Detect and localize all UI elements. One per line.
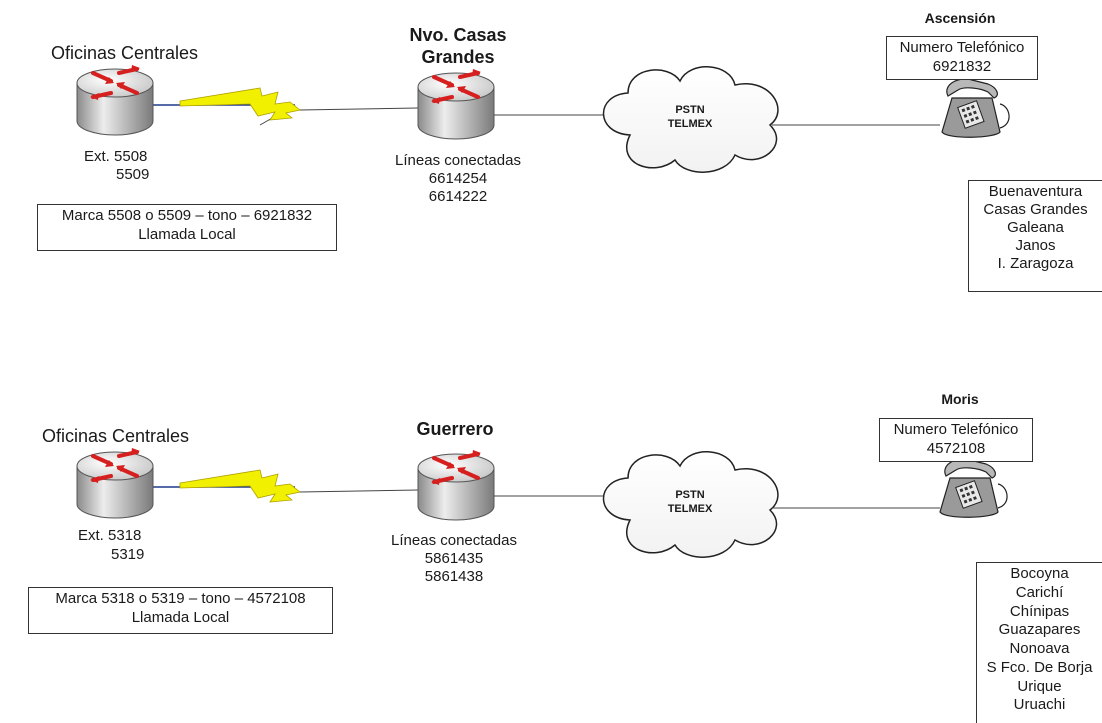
list-item: Guazapares — [998, 621, 1081, 639]
top-dest-title: Ascensión — [924, 10, 996, 26]
bottom-dest-title: Moris — [941, 391, 979, 407]
top-origin-ext-2: 5509 — [116, 166, 150, 183]
top-telephone-icon — [941, 78, 1010, 138]
bottom-origin-ext-2: 5319 — [111, 546, 145, 563]
list-item: Nonoava — [1009, 640, 1070, 657]
list-item: Janos — [1015, 237, 1056, 254]
top-towns-list: Buenaventura Casas Grandes Galeana Janos… — [968, 180, 1102, 292]
top-instruction-line-1: Marca 5508 o 5509 – tono – 6921832 — [61, 207, 313, 224]
bottom-link-serial-line — [150, 469, 419, 503]
list-item: Casas Grandes — [983, 201, 1088, 218]
list-item: Chínipas — [1009, 602, 1070, 620]
bottom-dest-phone-box: Numero Telefónico 4572108 — [879, 418, 1033, 462]
top-site-lines: Líneas conectadas 6614254 6614222 — [395, 152, 521, 205]
list-item: Uruachi — [1013, 696, 1066, 714]
bottom-instruction-line-2: Llamada Local — [131, 608, 230, 626]
top-origin-router-icon — [75, 63, 155, 137]
bottom-site-title: Guerrero — [416, 419, 494, 439]
bottom-instruction-line-1: Marca 5318 o 5319 – tono – 4572108 — [55, 590, 306, 607]
list-item: Galeana — [1007, 219, 1064, 236]
list-item: Buenaventura — [988, 183, 1083, 200]
bottom-instruction-box: Marca 5318 o 5319 – tono – 4572108 Llama… — [28, 587, 333, 634]
list-item: I. Zaragoza — [997, 255, 1074, 272]
top-origin-title: Oficinas Centrales — [51, 43, 199, 63]
top-site-title: Nvo. Casas Grandes — [409, 25, 507, 67]
top-origin-ext-1: Ext. 5508 — [84, 148, 148, 165]
top-cloud-label: PSTN TELMEX — [667, 104, 713, 131]
bottom-site-lines: Líneas conectadas 5861435 5861438 — [391, 532, 517, 585]
bottom-telephone-icon — [939, 458, 1008, 518]
bottom-origin-ext-1: Ext. 5318 — [78, 527, 142, 544]
bottom-origin-router-icon — [75, 446, 155, 520]
top-instruction-line-2: Llamada Local — [138, 225, 236, 243]
top-dest-phone-box: Numero Telefónico 6921832 — [886, 36, 1038, 80]
list-item: Urique — [1017, 677, 1062, 695]
top-site-router-icon — [416, 67, 496, 141]
bottom-towns-list: Bocoyna Carichí Chínipas Guazapares Nono… — [976, 562, 1102, 723]
bottom-origin-title: Oficinas Centrales — [42, 426, 190, 446]
list-item: Bocoyna — [1010, 565, 1069, 582]
bottom-cloud-label: PSTN TELMEX — [667, 489, 713, 516]
top-instruction-box: Marca 5508 o 5509 – tono – 6921832 Llama… — [37, 204, 337, 251]
bottom-site-router-icon — [416, 448, 496, 522]
top-link-serial-line — [150, 87, 419, 126]
list-item: S Fco. De Borja — [986, 658, 1093, 676]
list-item: Carichí — [1015, 583, 1064, 601]
